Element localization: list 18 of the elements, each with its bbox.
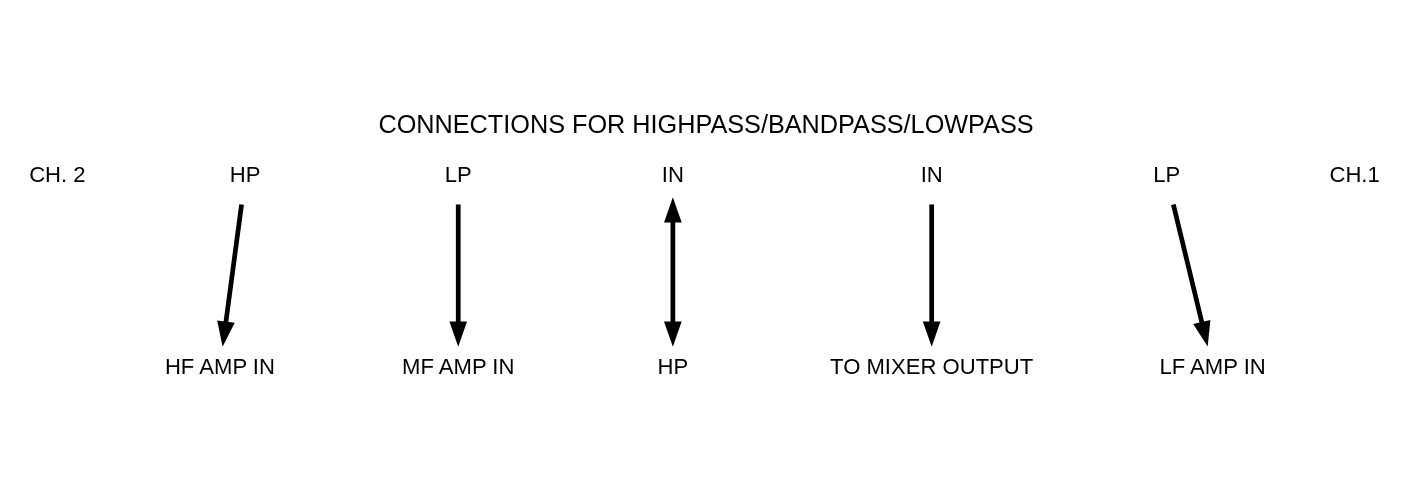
node-text: TO MIXER OUTPUT bbox=[830, 353, 1034, 379]
node-text: IN bbox=[920, 161, 943, 187]
node-text: MF AMP IN bbox=[402, 353, 515, 379]
arrow bbox=[1171, 203, 1211, 347]
node-text: HP bbox=[229, 161, 261, 187]
node-text: HP bbox=[657, 353, 689, 379]
diagram-title: CONNECTIONS FOR HIGHPASS/BANDPASS/LOWPASS bbox=[378, 109, 1034, 138]
node-text: LP bbox=[1153, 161, 1181, 187]
node-text: IN bbox=[661, 161, 684, 187]
arrow bbox=[664, 196, 682, 347]
label: CH.1 bbox=[1329, 161, 1380, 187]
arrow bbox=[922, 203, 941, 347]
node-text: HF AMP IN bbox=[164, 353, 275, 379]
label: CH. 2 bbox=[29, 161, 86, 187]
node-text: LF AMP IN bbox=[1159, 353, 1266, 379]
arrow bbox=[217, 203, 244, 347]
arrow bbox=[449, 203, 468, 347]
node-text: LP bbox=[444, 161, 472, 187]
